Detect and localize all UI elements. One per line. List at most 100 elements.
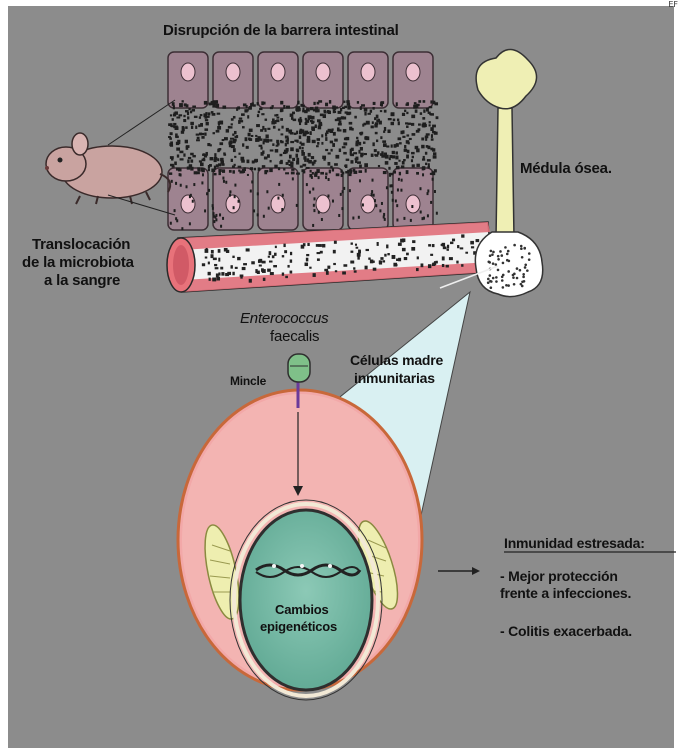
marrow-dot [516,267,519,270]
bacterium-dot [264,170,268,172]
marrow-dot [488,261,491,264]
marrow-dot [497,269,500,272]
bacterium-dot [258,111,260,114]
bacterium-dot [406,155,409,159]
bacterium-dot [171,158,173,160]
cell-nucleus [316,195,330,213]
blood-bacterium-dot [320,251,323,254]
bacterium-dot [296,158,299,161]
bacterium-dot [353,152,357,154]
blood-bacterium-dot [249,279,252,283]
bacterium-dot [307,158,310,162]
marrow-dot [505,284,508,287]
bacterium-dot [346,100,349,103]
blood-bacterium-dot [432,263,436,266]
blood-bacterium-dot [379,260,382,264]
marrow-dot [495,280,498,283]
blood-bacterium-dot [456,261,458,264]
bacterium-dot [374,154,377,156]
bacterium-dot [199,116,201,119]
blood-bacterium-dot [324,269,328,272]
bacterium-dot [192,109,196,112]
bacterium-dot [422,167,425,171]
bacterium-dot [202,173,204,176]
bacterium-dot [189,222,191,225]
blood-bacterium-dot [243,263,247,265]
blood-bacterium-dot [305,263,309,267]
bacterium-dot [296,150,299,152]
blood-bacterium-dot [257,271,260,274]
marrow-dot [490,250,493,253]
bacterium-dot [290,114,294,117]
bacterium-dot [323,158,325,161]
bacterium-dot [214,216,216,219]
bacterium-dot [299,119,303,122]
bacterium-dot [204,133,206,136]
bacterium-dot [414,102,417,104]
blood-bacterium-dot [211,250,214,254]
bacterium-dot [416,164,419,167]
bacterium-dot [187,166,191,169]
bacterium-dot [323,110,326,113]
blood-bacterium-dot [214,264,217,266]
blood-bacterium-dot [258,261,260,263]
bacterium-dot [269,168,273,172]
bacterium-dot [349,189,351,192]
bacterium-dot [184,103,187,106]
bacterium-dot [262,150,264,153]
bacterium-dot [357,161,361,163]
bacterium-dot [332,105,336,109]
bacterium-dot [360,132,363,135]
bacterium-dot [238,153,240,155]
bacterium-dot [359,142,361,145]
blood-bacterium-dot [333,263,336,265]
bacterium-dot [325,149,328,151]
bacterium-dot [301,143,305,146]
bacterium-dot [423,100,426,103]
blood-bacterium-dot [227,272,231,275]
bacterium-dot [393,171,396,174]
bacterium-dot [308,153,311,157]
bacterium-dot [371,154,374,157]
blood-bacterium-dot [273,265,277,267]
bacterium-dot [291,169,294,171]
bacterium-dot [311,156,314,159]
bacterium-dot [182,100,184,102]
bacterium-dot [288,160,291,163]
bacterium-dot [385,161,389,165]
bacterium-dot [186,146,189,150]
bacterium-dot [212,204,214,207]
bacterium-dot [267,128,270,130]
blood-bacterium-dot [432,244,435,247]
bacterium-dot [328,129,332,132]
bacterium-dot [280,101,283,105]
bacterium-dot [300,165,303,167]
bacterium-dot [320,172,324,175]
bacterium-dot [421,217,423,220]
bacterium-dot [436,212,438,215]
marrow-dot [507,270,510,273]
bacterium-dot [433,155,437,158]
bacterium-dot [188,157,191,159]
bacterium-dot [196,172,199,174]
bacterium-dot [251,135,253,137]
blood-bacterium-dot [246,248,250,251]
bacterium-dot [315,109,317,113]
bacterium-dot [428,163,430,167]
bacterium-dot [371,193,373,196]
bacterium-dot [280,140,282,142]
bacterium-dot [213,132,215,134]
bacterium-dot [427,159,431,161]
bacterium-dot [234,164,236,166]
bacterium-dot [363,123,366,126]
mincle-label: Mincle [230,374,266,388]
bacterium-dot [192,200,194,203]
bacterium-dot [327,110,330,113]
marrow-dot [507,284,510,287]
marrow-dot [490,286,493,289]
bacterium-dot [359,179,361,182]
bacterium-dot [391,144,393,147]
bacterium-dot [208,112,211,115]
bacterium-dot [386,145,389,147]
marrow-label: Médula ósea. [520,160,612,177]
